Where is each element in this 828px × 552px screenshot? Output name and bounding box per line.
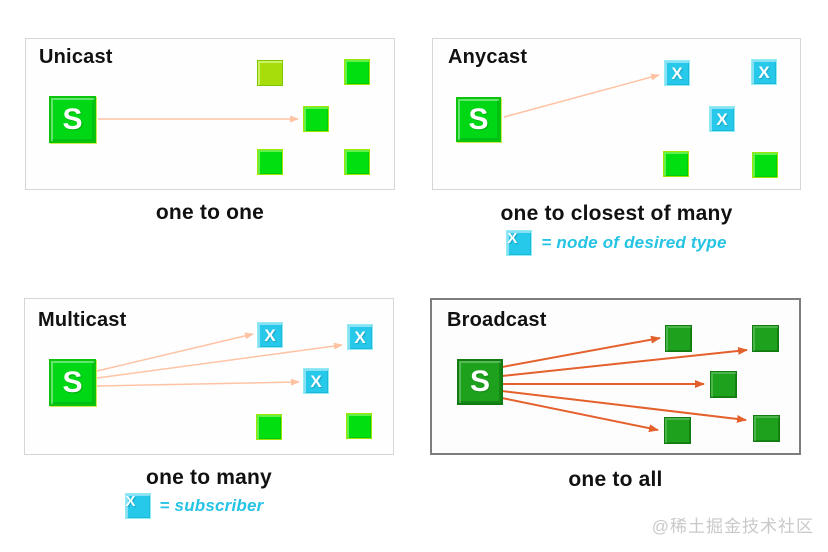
receiver-node	[753, 415, 780, 442]
anycast-arrow	[503, 73, 660, 118]
legend-x-icon: X	[506, 230, 533, 256]
subscriber-node: X	[347, 324, 373, 350]
receiver-node	[752, 152, 778, 178]
receiver-node	[344, 149, 370, 175]
panel-title-anycast: Anycast	[448, 46, 528, 68]
panel-broadcast: Broadcast S	[430, 298, 801, 455]
receiver-node	[257, 60, 283, 86]
caption-unicast: one to one	[155, 201, 265, 224]
panel-title-multicast: Multicast	[38, 309, 127, 331]
source-node: S	[49, 96, 96, 143]
legend-anycast: X = node of desired type	[432, 230, 801, 256]
receiver-node	[663, 151, 689, 177]
panel-unicast: Unicast S	[25, 38, 395, 190]
receiver-node	[256, 414, 282, 440]
subscriber-node: X	[303, 368, 329, 394]
receiver-node	[346, 413, 372, 439]
legend-x-icon: X	[124, 493, 151, 519]
typed-node: X	[709, 106, 735, 132]
multicast-arrow	[96, 332, 254, 372]
panel-title-unicast: Unicast	[39, 46, 113, 68]
caption-broadcast: one to all	[568, 468, 663, 491]
multicast-arrow	[96, 378, 300, 387]
receiver-node	[752, 325, 779, 352]
receiver-node	[664, 417, 691, 444]
typed-node-target: X	[664, 60, 690, 86]
receiver-node	[710, 371, 737, 398]
panel-title-broadcast: Broadcast	[447, 309, 547, 331]
source-node: S	[457, 359, 503, 405]
source-node: S	[456, 97, 501, 142]
legend-anycast-text: = node of desired type	[541, 233, 727, 252]
panel-multicast: Multicast S X X X	[24, 298, 394, 455]
legend-multicast: X = subscriber	[24, 493, 364, 519]
caption-anycast: one to closest of many	[500, 202, 733, 225]
caption-multicast: one to many	[146, 466, 272, 489]
subscriber-node: X	[257, 322, 283, 348]
broadcast-arrow	[501, 397, 659, 433]
source-node: S	[49, 359, 96, 406]
receiver-node-target	[303, 106, 329, 132]
legend-multicast-text: = subscriber	[159, 496, 264, 515]
panel-anycast: Anycast S X X X	[432, 38, 801, 190]
receiver-node	[257, 149, 283, 175]
typed-node: X	[751, 59, 777, 85]
receiver-node	[665, 325, 692, 352]
watermark: @稀土掘金技术社区	[651, 517, 814, 536]
receiver-node	[344, 59, 370, 85]
broadcast-arrow	[501, 335, 661, 368]
